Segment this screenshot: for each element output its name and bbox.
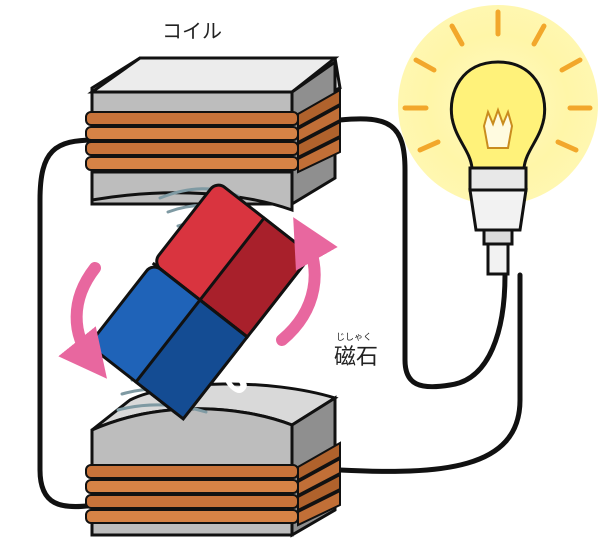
bulb-base <box>470 168 526 190</box>
bottom-coil <box>86 384 340 535</box>
bulb-filament <box>484 110 512 148</box>
bar-magnet <box>89 181 312 419</box>
coil-label: コイル <box>162 19 222 43</box>
magnet-label: 磁石 <box>334 345 378 370</box>
light-bulb <box>398 5 598 274</box>
bottom-right-wire <box>340 275 520 471</box>
left-wire <box>40 140 95 507</box>
magnet-ruby-label: じしゃく <box>336 332 372 343</box>
